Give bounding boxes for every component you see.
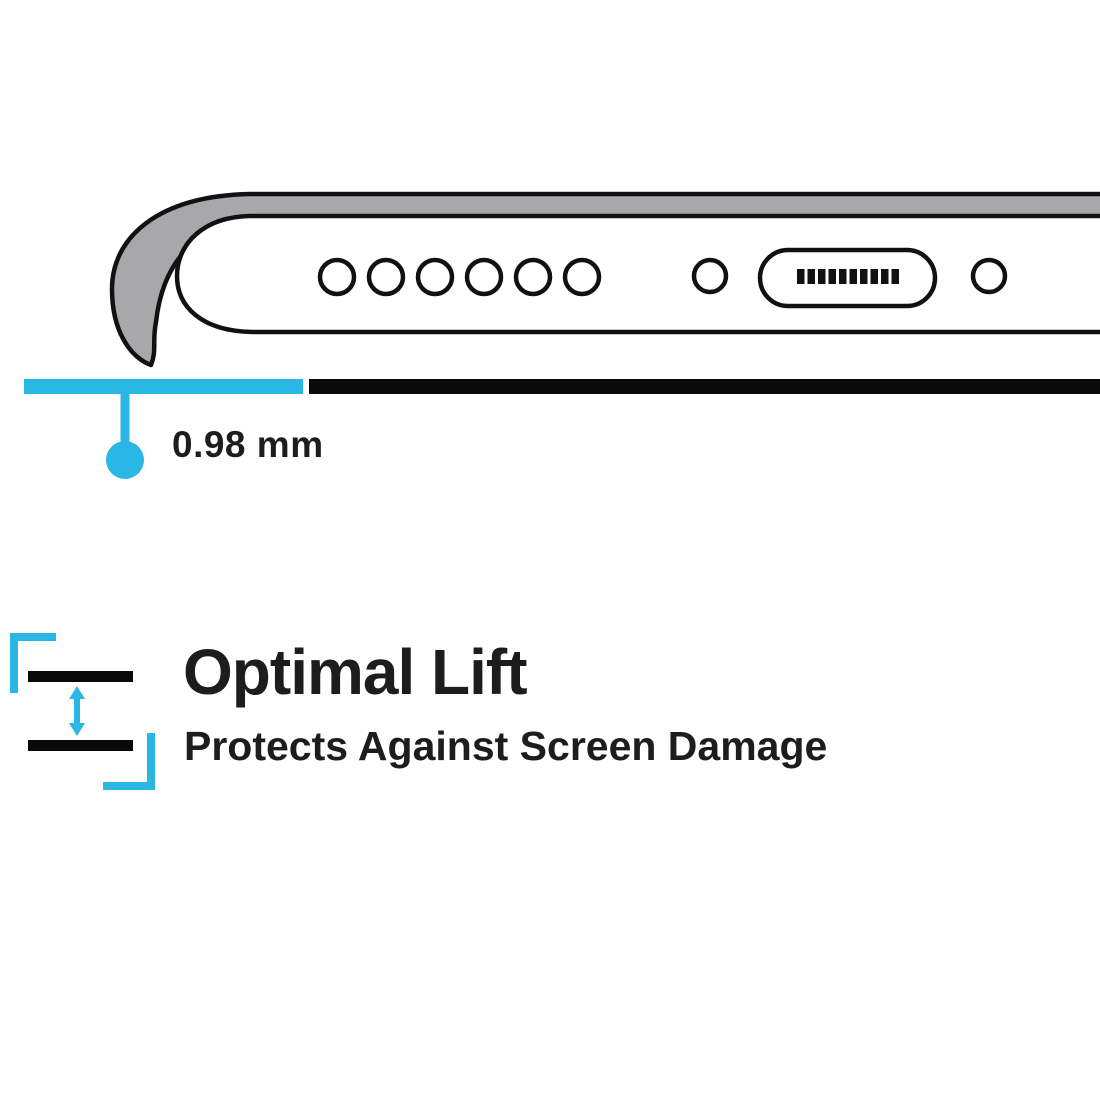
charging-port <box>757 247 938 309</box>
measurement-label: 0.98 mm <box>172 424 324 465</box>
bracket-bottom-right-icon <box>103 733 155 790</box>
charging-port-outline <box>757 247 938 309</box>
measure-connector-line <box>120 393 130 443</box>
lip-height-bar <box>24 379 303 394</box>
screw-hole-right <box>970 257 1008 295</box>
feature-subtitle: Protects Against Screen Damage <box>184 723 828 769</box>
measure-dot <box>106 441 144 479</box>
screen-bar-bottom <box>28 740 133 751</box>
speaker-hole <box>317 257 357 297</box>
speaker-hole <box>415 257 455 297</box>
screw-hole-left <box>691 257 729 295</box>
phone-case-illustration <box>24 191 1100 479</box>
speaker-holes <box>317 257 602 297</box>
lift-arrow-icon <box>69 686 85 736</box>
feature-title: Optimal Lift <box>183 636 528 708</box>
speaker-hole <box>513 257 553 297</box>
lift-icon <box>10 633 155 790</box>
bracket-top-left-icon <box>10 633 56 693</box>
speaker-hole <box>366 257 406 297</box>
screen-bar-top <box>28 671 133 682</box>
baseline-bar <box>309 379 1100 394</box>
charging-port-pins <box>797 269 899 284</box>
speaker-hole <box>562 257 602 297</box>
speaker-hole <box>464 257 504 297</box>
phone-body <box>174 213 1100 335</box>
